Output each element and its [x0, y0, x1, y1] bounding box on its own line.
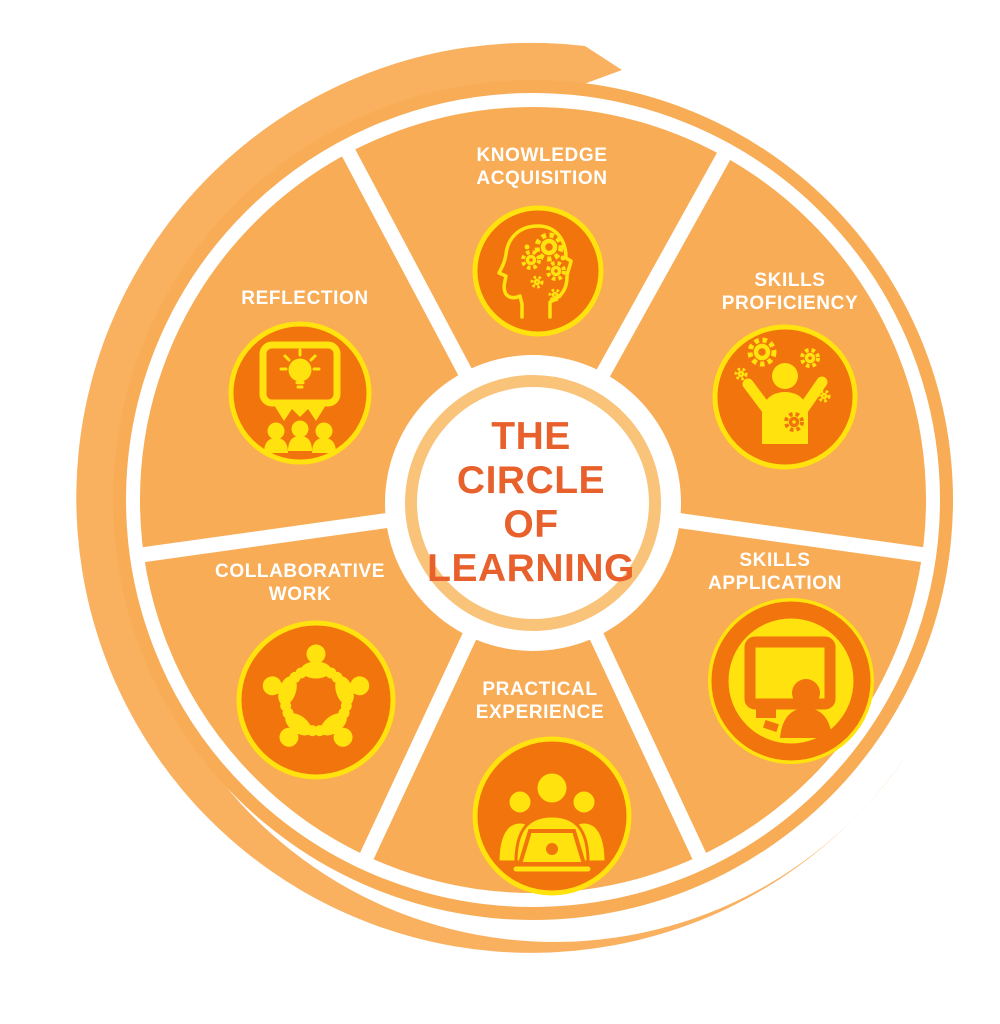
head-gears-icon [472, 205, 604, 337]
label-line: ACQUISITION [476, 168, 608, 189]
segment-label-practical-experience: PRACTICAL EXPERIENCE [380, 678, 700, 724]
collaboration-ring [256, 644, 376, 757]
idea-board [259, 341, 341, 421]
title-line: OF [503, 503, 559, 546]
label-line: REFLECTION [241, 288, 369, 309]
label-line: COLLABORATIVE [215, 561, 385, 582]
sector-dividers [137, 145, 929, 864]
halo-ring [405, 375, 661, 631]
lightbulb-icon [288, 358, 312, 389]
label-line: PRACTICAL [482, 679, 598, 700]
icon-medallion [236, 620, 396, 780]
segment-label-reflection: REFLECTION [145, 287, 465, 310]
center-circle [385, 355, 681, 651]
title-line: CIRCLE [456, 459, 606, 502]
team-laptop-icon [472, 736, 632, 896]
laptop [510, 829, 594, 875]
segment-label-collaborative-work: COLLABORATIVE WORK [140, 560, 460, 606]
title-line: LEARNING [427, 547, 635, 590]
label-line: PROFICIENCY [721, 293, 859, 314]
people-around-circle-icon [236, 620, 396, 780]
label-line: SKILLS [754, 270, 826, 291]
person-screen-icon [708, 598, 874, 764]
label-line: EXPERIENCE [475, 702, 605, 723]
title-line: THE [491, 415, 571, 458]
segment-label-skills-application: SKILLS APPLICATION [615, 549, 935, 595]
label-line: SKILLS [739, 550, 811, 571]
bubble-tail [274, 405, 326, 421]
screen-and-person [744, 636, 836, 738]
juggling-gears-icon [712, 324, 858, 470]
label-line: WORK [268, 584, 332, 605]
segment-label-skills-proficiency: SKILLS PROFICIENCY [630, 269, 950, 315]
page-title: THE CIRCLE OF LEARNING [381, 415, 681, 591]
audience-people [264, 420, 336, 453]
wheel-outer-ring [126, 93, 940, 907]
icon-outer-ring [708, 598, 874, 764]
idea-presentation-icon [228, 321, 372, 465]
lightbulb-rays [279, 348, 321, 371]
brain-gears [521, 235, 566, 302]
label-line: APPLICATION [708, 573, 842, 594]
label-line: KNOWLEDGE [476, 145, 608, 166]
icon-medallion [472, 205, 604, 337]
segment-label-knowledge-acquisition: KNOWLEDGE ACQUISITION [382, 144, 702, 190]
head-profile [497, 224, 573, 319]
